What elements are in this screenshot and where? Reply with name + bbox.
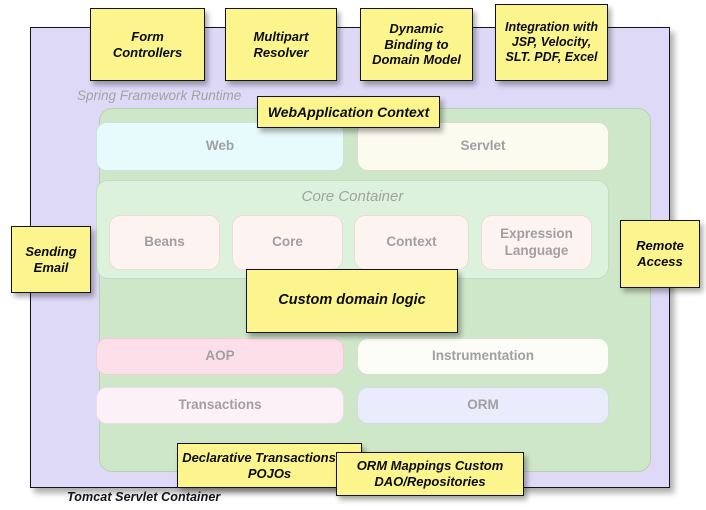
module-transactions-label: Transactions [178, 397, 262, 413]
note-custom-domain-logic-label: Custom domain logic [278, 292, 426, 309]
module-aop[interactable]: AOP [96, 338, 344, 375]
note-sending-email-label: Sending Email [25, 243, 77, 275]
module-expression-language-label: Expression Language [500, 226, 573, 258]
note-integration[interactable]: Integration with JSP, Velocity, SLT. PDF… [495, 4, 608, 81]
note-orm-mappings-label: ORM Mappings Custom DAO/Repositories [356, 458, 504, 489]
note-webapplication-context[interactable]: WebApplication Context [257, 96, 440, 128]
spring-framework-runtime-label: Spring Framework Runtime [77, 88, 242, 103]
note-declarative-transactions[interactable]: Declarative Transactions for POJOs [177, 443, 362, 488]
note-dynamic-binding-label: Dynamic Binding to Domain Model [372, 21, 461, 68]
note-multipart-resolver-label: Multipart Resolver [253, 28, 309, 60]
module-orm[interactable]: ORM [357, 387, 609, 424]
tomcat-servlet-container-label: Tomcat Servlet Container [67, 490, 221, 504]
module-expression-language[interactable]: Expression Language [481, 215, 592, 270]
module-beans-label: Beans [144, 234, 185, 250]
note-remote-access[interactable]: Remote Access [620, 220, 700, 288]
note-integration-label: Integration with JSP, Velocity, SLT. PDF… [504, 20, 599, 64]
note-form-controllers[interactable]: Form Controllers [90, 8, 205, 81]
module-core[interactable]: Core [232, 215, 343, 270]
module-servlet[interactable]: Servlet [357, 122, 609, 171]
note-webapplication-context-label: WebApplication Context [267, 103, 430, 120]
note-orm-mappings[interactable]: ORM Mappings Custom DAO/Repositories [336, 452, 524, 496]
module-instrumentation[interactable]: Instrumentation [357, 338, 609, 375]
module-beans[interactable]: Beans [109, 215, 220, 270]
module-web[interactable]: Web [96, 122, 344, 171]
note-dynamic-binding[interactable]: Dynamic Binding to Domain Model [360, 8, 473, 81]
module-context[interactable]: Context [354, 215, 469, 270]
module-context-label: Context [386, 234, 437, 250]
note-form-controllers-label: Form Controllers [112, 28, 183, 60]
module-core-label: Core [272, 234, 303, 250]
note-custom-domain-logic[interactable]: Custom domain logic [246, 269, 458, 333]
note-remote-access-label: Remote Access [636, 238, 684, 269]
note-sending-email[interactable]: Sending Email [11, 226, 91, 293]
module-transactions[interactable]: Transactions [96, 387, 344, 424]
module-instrumentation-label: Instrumentation [431, 348, 534, 364]
note-declarative-transactions-label: Declarative Transactions for POJOs [182, 449, 357, 481]
note-multipart-resolver[interactable]: Multipart Resolver [225, 8, 337, 81]
module-servlet-label: Servlet [460, 138, 506, 154]
module-aop-label: AOP [205, 348, 235, 364]
module-web-label: Web [205, 138, 235, 154]
module-orm-label: ORM [467, 397, 499, 413]
core-container-label: Core Container [301, 188, 404, 205]
